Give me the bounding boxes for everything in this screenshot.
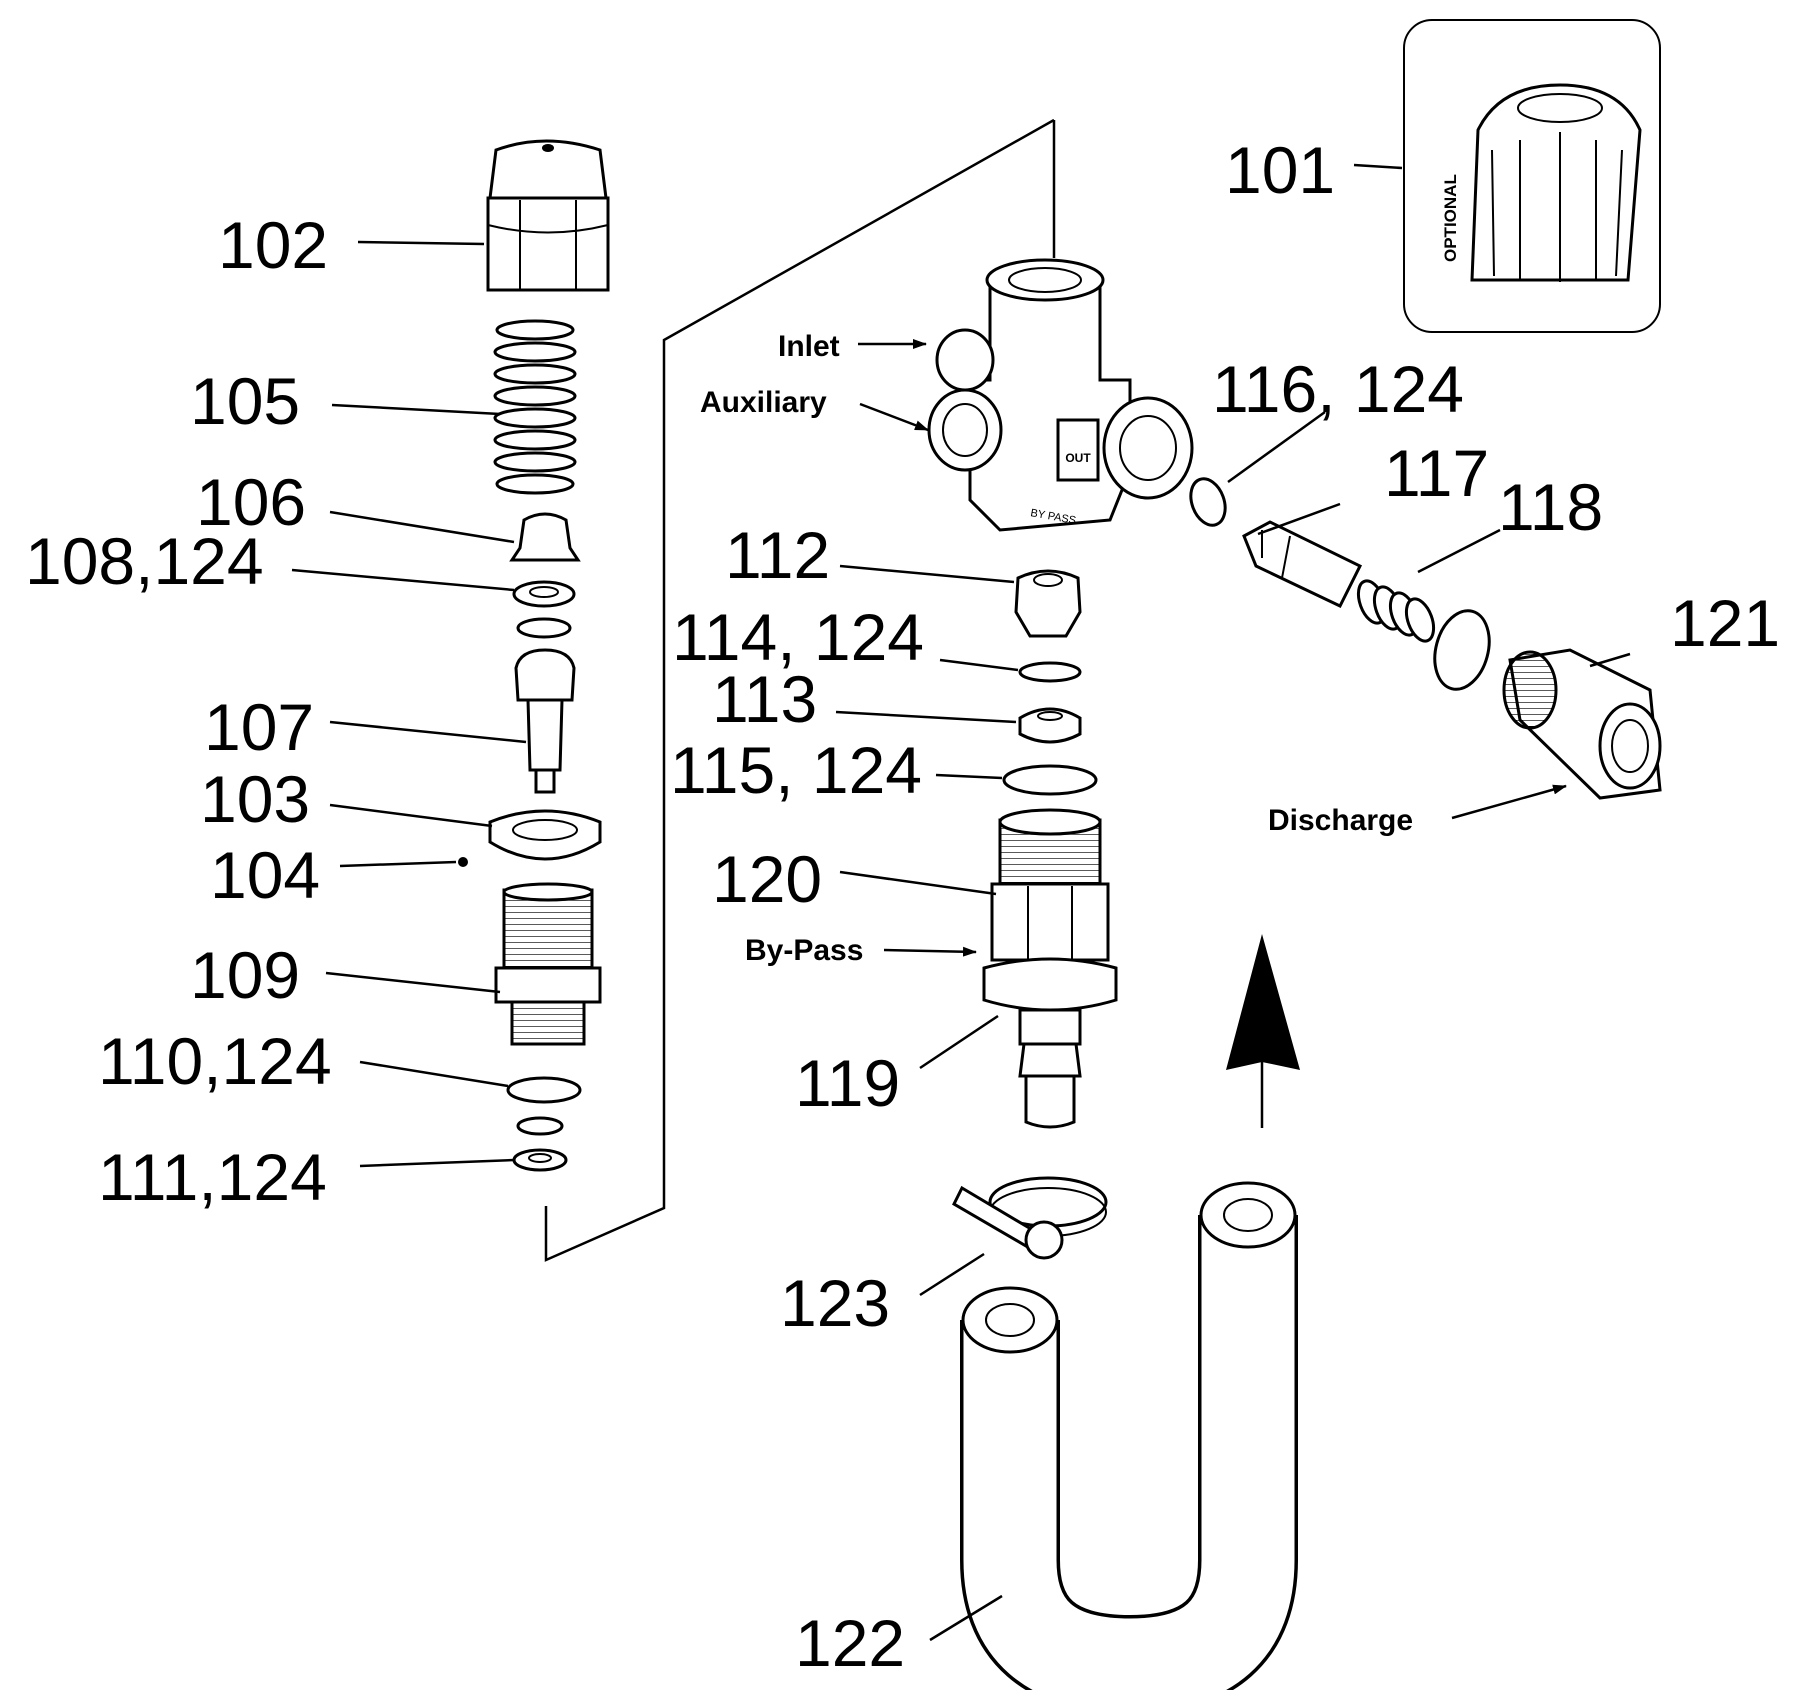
part-107-stem xyxy=(514,648,576,794)
part-103-nut xyxy=(488,809,602,861)
callout-102: 102 xyxy=(218,208,328,282)
inlet-label: Inlet xyxy=(778,330,840,363)
part-102-cap xyxy=(486,139,610,292)
valve-body: OUT BY PASS xyxy=(927,258,1194,532)
small-washer-a xyxy=(516,617,572,639)
callout-103: 103 xyxy=(200,762,310,836)
callout-104: 104 xyxy=(210,838,320,912)
callout-113: 113 xyxy=(712,662,817,736)
leader-lines xyxy=(291,163,1631,1642)
callout-106: 106 xyxy=(196,465,306,539)
callout-109: 109 xyxy=(190,938,300,1012)
oring-right xyxy=(1433,609,1491,691)
callout-121: 121 xyxy=(1670,586,1780,660)
callout-122: 122 xyxy=(795,1606,905,1680)
flow-arrow xyxy=(1226,934,1300,1128)
part-122-hose xyxy=(960,1181,1298,1690)
callout-114-124: 114, 124 xyxy=(672,600,924,674)
part-108-washer xyxy=(512,580,576,608)
callout-123: 123 xyxy=(780,1266,890,1340)
assembly-bracket xyxy=(544,118,1056,1262)
callout-118: 118 xyxy=(1498,470,1603,544)
callout-119: 119 xyxy=(795,1046,900,1120)
part-118-spring xyxy=(1356,579,1436,643)
callout-115-124: 115, 124 xyxy=(670,733,922,807)
part-105-spring xyxy=(493,319,577,495)
callout-120: 120 xyxy=(712,842,822,916)
auxiliary-label: Auxiliary xyxy=(700,386,827,419)
callout-101: 101 xyxy=(1225,133,1335,207)
part-109-fitting xyxy=(494,882,602,1046)
callout-110-124: 110,124 xyxy=(98,1024,332,1098)
part-111-washer xyxy=(512,1148,568,1172)
callout-117: 117 xyxy=(1384,436,1489,510)
bypass-label: By-Pass xyxy=(745,934,863,967)
part-119-barb xyxy=(982,957,1118,1129)
part-112-nozzle xyxy=(1014,569,1082,638)
callout-111-124: 111,124 xyxy=(98,1140,327,1214)
callout-105: 105 xyxy=(190,364,300,438)
part-113-seat xyxy=(1018,707,1082,744)
part-123-clamp xyxy=(952,1176,1108,1260)
part-120-bypass-fitting xyxy=(990,808,1110,962)
part-117-valve xyxy=(1242,520,1363,608)
part-115-oring xyxy=(1002,764,1098,796)
part-116-ring xyxy=(1189,477,1227,527)
part-121-discharge-fitting xyxy=(1502,648,1662,800)
out-marking: OUT xyxy=(1065,451,1091,465)
callout-116-124: 116, 124 xyxy=(1212,352,1464,426)
optional-label: OPTIONAL xyxy=(1441,174,1460,262)
discharge-label: Discharge xyxy=(1268,804,1413,837)
part-104-ball xyxy=(458,857,468,867)
callout-108-124: 108,124 xyxy=(25,524,264,598)
part-106-seat xyxy=(509,512,581,562)
callout-107: 107 xyxy=(204,690,314,764)
part-110-washer xyxy=(506,1076,582,1104)
optional-knob-box: OPTIONAL xyxy=(1403,19,1661,333)
small-washer-b xyxy=(516,1116,564,1136)
callout-112: 112 xyxy=(725,518,830,592)
part-114-washer xyxy=(1018,661,1082,683)
